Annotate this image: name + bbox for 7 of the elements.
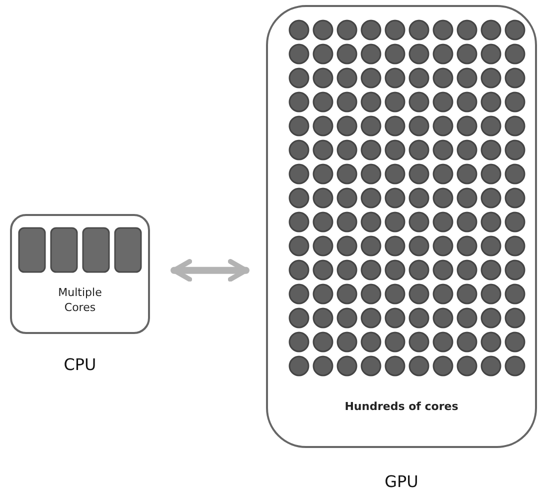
processor-label: CPU — [62, 355, 98, 374]
double-arrow — [170, 258, 250, 282]
processor-label: GPU — [384, 472, 420, 491]
core-caption: Hundreds of cores — [344, 400, 460, 415]
core-caption: Multiple Cores — [57, 286, 103, 316]
gpu-box — [266, 5, 537, 448]
cpu-box — [10, 214, 150, 334]
